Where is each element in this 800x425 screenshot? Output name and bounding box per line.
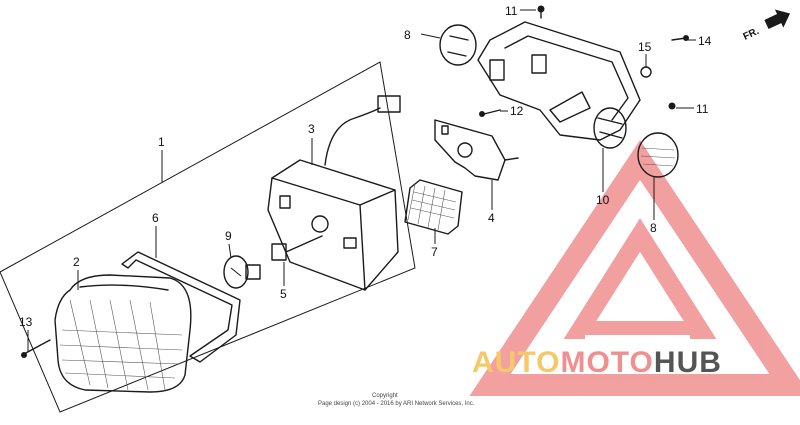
watermark-text: AUTOMOTOHUB	[472, 346, 722, 379]
callout-11-upper: 11	[505, 4, 518, 18]
copyright-line-1: Copyright	[372, 393, 398, 399]
callout-10: 10	[596, 193, 610, 207]
nut-part-11-lower	[668, 102, 676, 110]
callout-12: 12	[510, 104, 524, 118]
watermark-triangle-logo	[469, 140, 800, 396]
grommet-part-8-lower	[637, 132, 679, 178]
callout-4: 4	[488, 211, 495, 225]
copyright-line-2: Page design (c) 2004 - 2016 by ARI Netwo…	[318, 401, 475, 407]
leader-lines	[27, 9, 696, 352]
watermark-auto: AUTO	[472, 346, 560, 379]
housing-part-3	[267, 95, 401, 291]
svg-text:AUTOMOTOHUB: AUTOMOTOHUB	[472, 346, 722, 379]
arrow-right-icon	[764, 9, 791, 30]
grommet-part-8-upper	[439, 24, 477, 66]
callout-6: 6	[152, 211, 159, 225]
watermark-hub: HUB	[654, 346, 722, 379]
nut-part-11-upper	[537, 5, 545, 19]
callout-13: 13	[19, 315, 33, 329]
bulb-part-9	[223, 255, 261, 289]
reflector-part-7	[404, 179, 463, 235]
front-direction-indicator: FR.	[742, 9, 791, 43]
watermark-moto: MOTO	[560, 346, 653, 379]
callout-1: 1	[158, 135, 165, 149]
bracket-part-4	[434, 119, 519, 181]
callout-5: 5	[280, 287, 287, 301]
assembly-1-outline	[0, 61, 416, 413]
callout-15: 15	[638, 40, 652, 54]
washer-part-15	[640, 66, 652, 78]
lens-part-2	[54, 274, 192, 393]
callout-14: 14	[698, 34, 712, 48]
callout-7: 7	[431, 245, 438, 259]
callout-8-upper: 8	[404, 28, 411, 42]
gasket-part-6	[121, 251, 241, 363]
callout-2: 2	[73, 255, 80, 269]
front-direction-label: FR.	[742, 26, 761, 43]
callout-9: 9	[225, 229, 232, 243]
case-part-10	[477, 21, 641, 149]
callout-8-lower: 8	[650, 221, 657, 235]
callout-11-lower: 11	[696, 102, 709, 116]
bolt-part-12	[479, 109, 501, 117]
callout-3: 3	[308, 122, 315, 136]
socket-part-5	[271, 235, 323, 261]
